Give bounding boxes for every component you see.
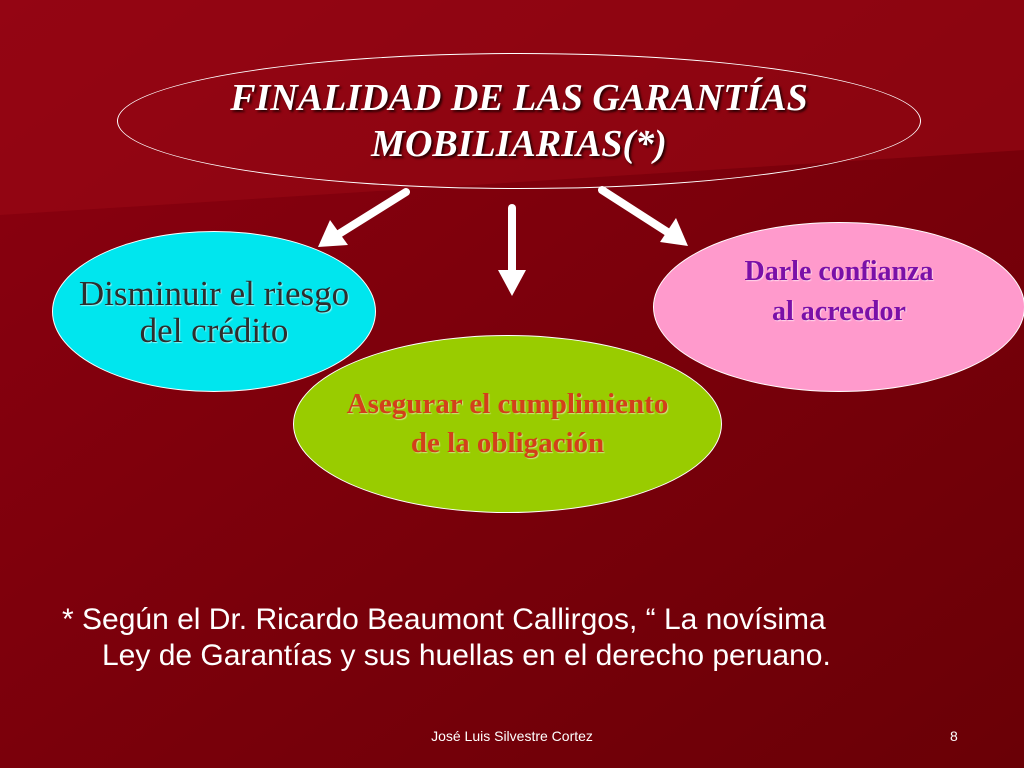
title-line-1: FINALIDAD DE LAS GARANTÍAS: [230, 77, 808, 119]
bubble-secure-obligation: Asegurar el cumplimiento de la obligació…: [293, 335, 722, 513]
footnote-line-1: * Según el Dr. Ricardo Beaumont Callirgo…: [62, 603, 826, 636]
bubble-creditor-confidence-line-1: Darle confianza: [744, 256, 934, 287]
page-number: 8: [950, 728, 958, 744]
bubble-creditor-confidence: Darle confianza al acreedor: [653, 222, 1024, 392]
title-oval: FINALIDAD DE LAS GARANTÍAS MOBILIARIAS(*…: [117, 53, 921, 189]
bubble-reduce-risk-line-2: del crédito: [139, 310, 289, 350]
footer-author: José Luis Silvestre Cortez: [431, 728, 593, 744]
footnote-line-2: Ley de Garantías y sus huellas en el der…: [102, 639, 831, 672]
footnote: * Según el Dr. Ricardo Beaumont Callirgo…: [62, 602, 962, 674]
bubble-reduce-risk: Disminuir el riesgo del crédito: [52, 231, 376, 392]
bubble-secure-obligation-line-1: Asegurar el cumplimiento: [346, 388, 669, 420]
bubble-secure-obligation-line-2: de la obligación: [410, 427, 605, 459]
bubble-reduce-risk-line-1: Disminuir el riesgo: [78, 273, 350, 313]
bubble-creditor-confidence-line-2: al acreedor: [772, 296, 906, 327]
title-line-2: MOBILIARIAS(*): [371, 123, 667, 165]
